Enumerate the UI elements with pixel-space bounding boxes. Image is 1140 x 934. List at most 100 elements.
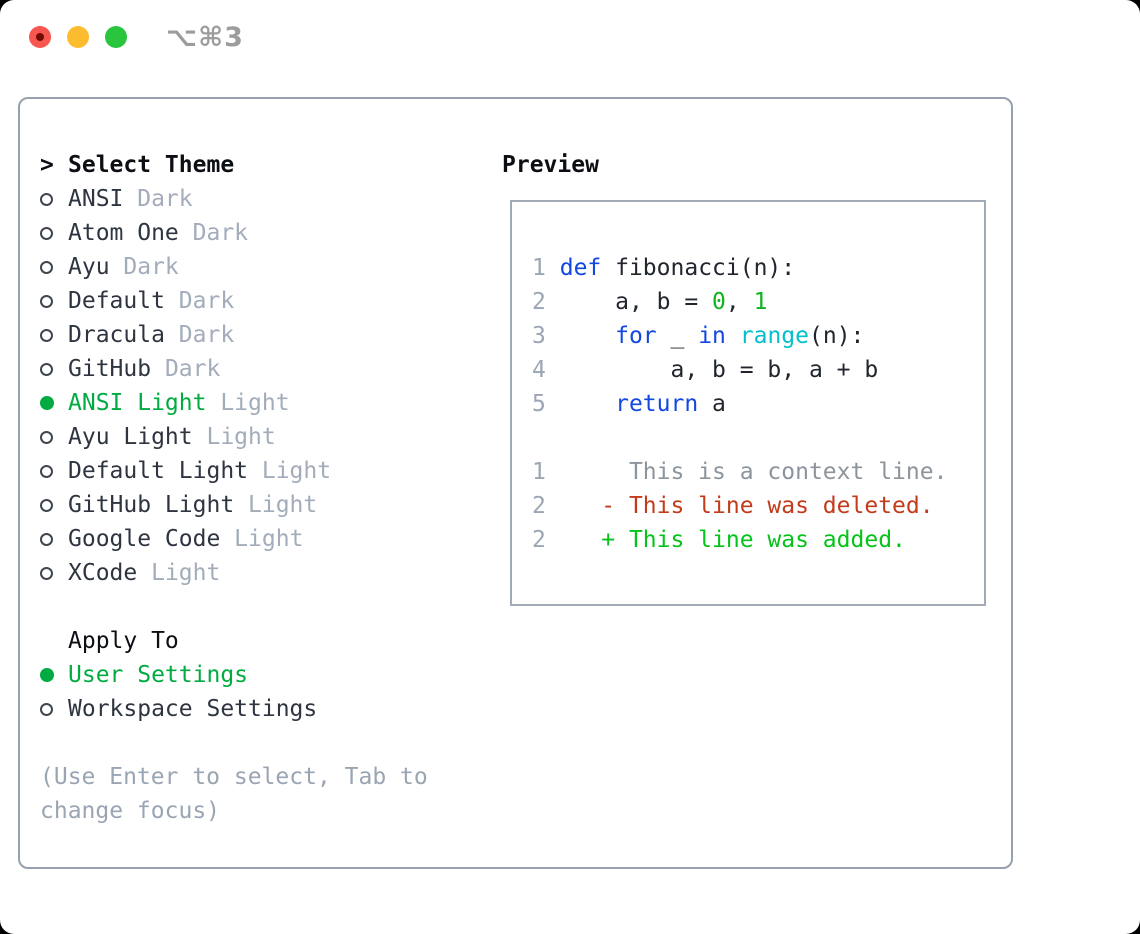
window-title: ⌥⌘3 (166, 22, 244, 53)
code-line: 4 a, b = b, a + b (532, 353, 984, 387)
theme-name: ANSI (68, 186, 124, 212)
radio-icon (40, 226, 53, 240)
theme-option-github-light[interactable]: GitHub Light Light (40, 488, 480, 522)
apply-option-workspace-settings[interactable]: Workspace Settings (40, 692, 480, 726)
theme-option-default-light[interactable]: Default Light Light (40, 454, 480, 488)
radio-icon (40, 192, 53, 206)
preview-header: Preview (502, 152, 599, 178)
code-line: 1 def fibonacci(n): (532, 251, 984, 285)
theme-name: Google Code (68, 526, 221, 552)
code-token-deleted: - This line was deleted. (545, 493, 934, 519)
code-token-kw: return (615, 391, 699, 417)
theme-variant-tag: Dark (164, 322, 235, 348)
theme-option-ansi[interactable]: ANSI Dark (40, 182, 480, 216)
radio-icon (40, 464, 53, 478)
code-token-plain: a (698, 391, 726, 417)
theme-name: Dracula (68, 322, 165, 348)
line-number: 1 (532, 255, 546, 281)
code-token-builtin: range (739, 323, 810, 349)
line-number: 2 (532, 493, 546, 519)
code-token-kw: in (698, 323, 726, 349)
apply-option-label: User Settings (68, 662, 249, 688)
code-token-added: + This line was added. (545, 527, 906, 553)
code-line: 1 This is a context line. (532, 455, 984, 489)
theme-option-atom-one[interactable]: Atom One Dark (40, 216, 480, 250)
theme-variant-tag: Light (220, 526, 304, 552)
theme-name: XCode (68, 560, 138, 586)
theme-variant-tag: Dark (123, 186, 193, 212)
code-token-plain: fibonacci(n): (601, 255, 796, 281)
select-theme-header: Select Theme (68, 152, 235, 178)
theme-option-github[interactable]: GitHub Dark (40, 352, 480, 386)
code-token-kw: def (559, 255, 602, 281)
radio-icon (40, 362, 53, 376)
theme-variant-tag: Light (192, 424, 276, 450)
radio-selected-icon (40, 668, 54, 682)
theme-option-ansi-light[interactable]: ANSI Light Light (40, 386, 480, 420)
code-line: 2 + This line was added. (532, 523, 984, 557)
line-number: 2 (532, 289, 546, 315)
close-button[interactable] (29, 26, 51, 48)
theme-variant-tag: Light (206, 390, 290, 416)
prompt-icon: > (40, 152, 54, 178)
code-token-plain (546, 255, 560, 281)
theme-name: GitHub (68, 356, 152, 382)
radio-icon (40, 260, 53, 274)
line-number: 3 (532, 323, 546, 349)
code-token-plain: , (725, 289, 754, 315)
theme-variant-tag: Dark (109, 254, 179, 280)
code-token-plain: _ (656, 323, 699, 349)
code-token-plain: a, b = b, a + b (545, 357, 879, 383)
radio-icon (40, 328, 53, 342)
titlebar: ⌥⌘3 (0, 0, 1140, 75)
theme-option-default[interactable]: Default Dark (40, 284, 480, 318)
radio-selected-icon (40, 396, 54, 410)
theme-option-ayu[interactable]: Ayu Dark (40, 250, 480, 284)
theme-name: Atom One (68, 220, 179, 246)
code-line: 2 a, b = 0, 1 (532, 285, 984, 319)
apply-to-header: Apply To (68, 628, 179, 654)
select-theme-header-row: > Select Theme (40, 148, 480, 182)
code-line: 3 for _ in range(n): (532, 319, 984, 353)
code-token-kw: for (615, 323, 657, 349)
line-number: 1 (532, 459, 546, 485)
code-line (532, 421, 984, 455)
radio-icon (40, 532, 53, 546)
line-number: 2 (532, 527, 546, 553)
theme-name: Default (68, 288, 165, 314)
radio-icon (40, 498, 53, 512)
theme-variant-tag: Light (248, 458, 332, 484)
theme-variant-tag: Light (234, 492, 318, 518)
theme-name: Default Light (68, 458, 249, 484)
theme-name: Ayu Light (68, 424, 193, 450)
line-number: 5 (532, 391, 546, 417)
code-token-num: 1 (753, 289, 768, 315)
radio-icon (40, 702, 53, 716)
radio-icon (40, 294, 53, 308)
theme-option-ayu-light[interactable]: Ayu Light Light (40, 420, 480, 454)
theme-variant-tag: Light (137, 560, 221, 586)
zoom-button[interactable] (105, 26, 127, 48)
theme-option-google-code[interactable]: Google Code Light (40, 522, 480, 556)
theme-variant-tag: Dark (164, 288, 235, 314)
theme-variant-tag: Dark (178, 220, 249, 246)
code-line: 2 - This line was deleted. (532, 489, 984, 523)
code-token-plain: (n): (809, 323, 865, 349)
line-number: 4 (532, 357, 546, 383)
apply-option-user-settings[interactable]: User Settings (40, 658, 480, 692)
theme-option-dracula[interactable]: Dracula Dark (40, 318, 480, 352)
minimize-button[interactable] (67, 26, 89, 48)
code-token-plain (546, 391, 615, 417)
code-token-context: This is a context line. (545, 459, 948, 485)
theme-option-xcode[interactable]: XCode Light (40, 556, 480, 590)
code-line: 5 return a (532, 387, 984, 421)
code-token-plain (546, 323, 615, 349)
